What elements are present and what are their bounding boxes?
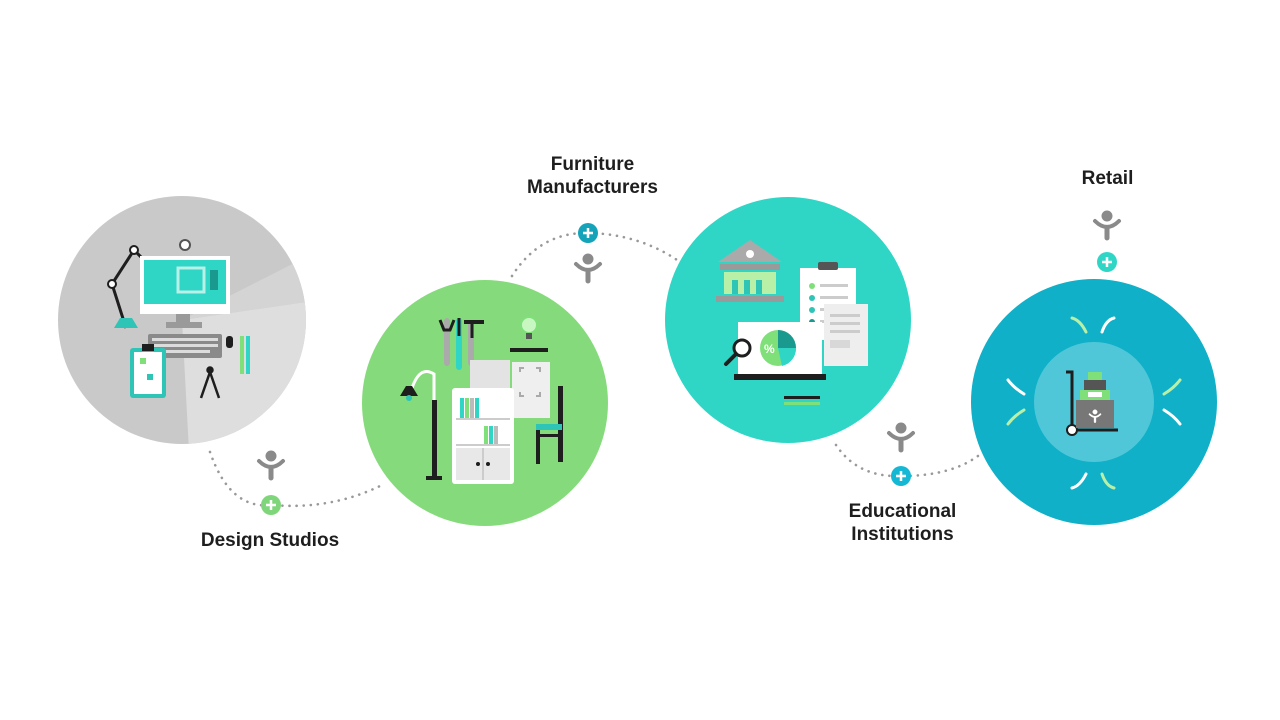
- stage-label-educational-institutions: Educational Institutions: [825, 500, 980, 546]
- stage-label-line: Manufacturers: [527, 177, 658, 198]
- monitor-icon: [140, 256, 230, 328]
- stage-design-studios: [58, 196, 306, 444]
- svg-text:%: %: [764, 342, 775, 356]
- tools-icon: [438, 318, 484, 370]
- person-icon: [887, 421, 915, 454]
- stage-circle-education: [665, 197, 911, 443]
- plus-icon: [578, 223, 598, 243]
- connector-design-furniture: [208, 450, 382, 508]
- stage-label-line: Furniture: [550, 154, 635, 175]
- person-icon: [574, 252, 602, 285]
- person-icon: [257, 449, 285, 482]
- chair-icon: [536, 386, 563, 464]
- bookshelf-icon: [452, 388, 514, 484]
- plus-icon: [261, 495, 281, 515]
- pie-chart-icon: %: [734, 322, 826, 405]
- compass-icon: [199, 366, 221, 399]
- plus-icon: [891, 466, 911, 486]
- stage-retail: [971, 279, 1217, 525]
- floor-lamp-icon: [400, 370, 442, 480]
- stage-furniture-manufacturers: [362, 280, 608, 526]
- stage-label-line: Educational: [848, 501, 957, 522]
- stage-label-retail: Retail: [1081, 168, 1134, 189]
- connector-education-retail: [834, 443, 980, 478]
- magnifier-icon: [724, 338, 752, 366]
- stage-educational-institutions: %: [665, 197, 911, 443]
- bank-building-icon: [716, 240, 784, 302]
- plus-icon: [1097, 252, 1117, 272]
- flow-arrows: [1006, 316, 1182, 490]
- clipboard-icon: [130, 344, 166, 398]
- stage-label-line: Institutions: [851, 524, 954, 545]
- keyboard-icon: [148, 334, 250, 374]
- stage-label-furniture-manufacturers: Furniture Manufacturers: [510, 153, 675, 199]
- person-icon: [1093, 209, 1121, 242]
- hand-truck-icon: [1066, 370, 1118, 436]
- stage-label-design-studios: Design Studios: [200, 530, 340, 551]
